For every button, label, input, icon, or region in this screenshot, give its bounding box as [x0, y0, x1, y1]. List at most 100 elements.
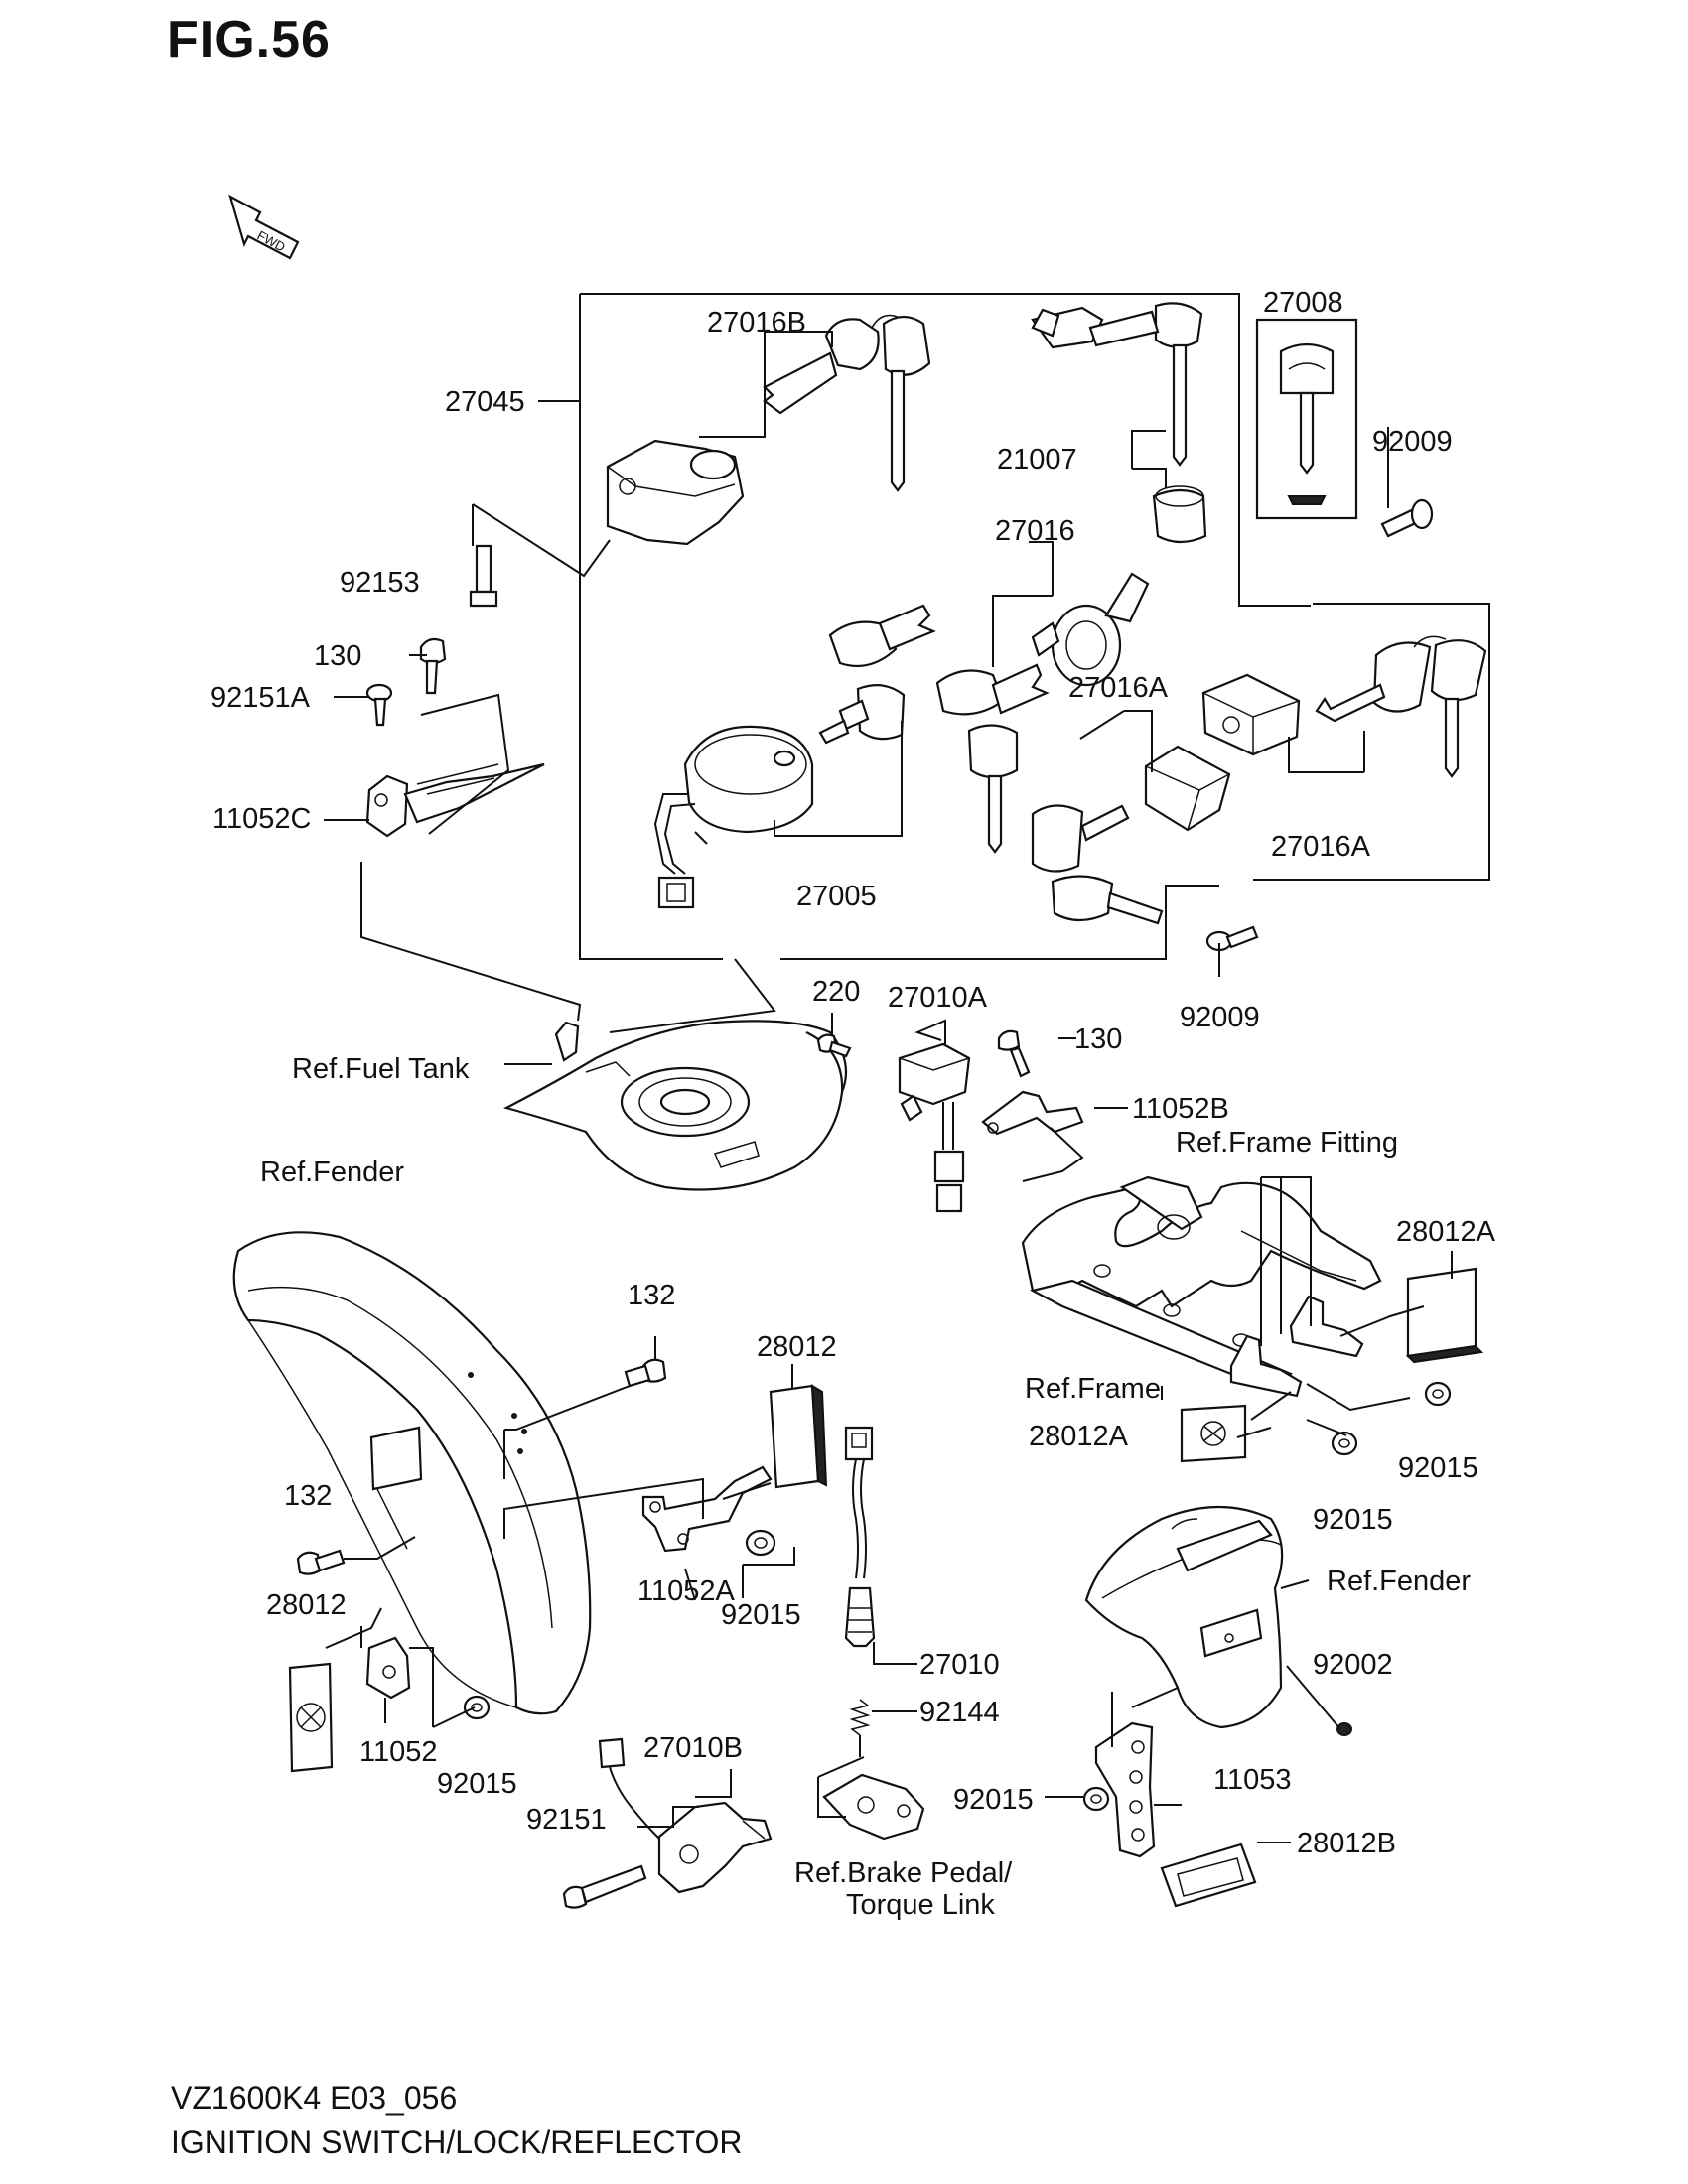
part-labels: 27016B 27008 27045 21007 92009 92153 270… [211, 287, 1496, 1921]
screw-92009-top [1380, 498, 1434, 538]
key-set-27016 [935, 663, 1050, 854]
label-27010B: 27010B [643, 1732, 743, 1764]
bolt-132-top [624, 1358, 667, 1388]
label-28012B: 28012B [1297, 1828, 1396, 1859]
label-92015-left: 92015 [437, 1768, 517, 1800]
footer-model: VZ1600K4 E03_056 [171, 2080, 458, 2116]
label-27010: 27010 [919, 1649, 1000, 1681]
ignition-switch-27005 [653, 725, 814, 909]
label-11052: 11052 [359, 1736, 438, 1768]
rear-fender [1084, 1505, 1284, 1729]
brake-pedal-bracket [822, 1773, 925, 1841]
lock-housing-27016B [606, 439, 745, 546]
label-92002: 92002 [1313, 1649, 1393, 1681]
label-92015-lower: 92015 [953, 1784, 1034, 1816]
bolt-92153 [469, 544, 498, 608]
label-220: 220 [812, 976, 860, 1008]
bolt-130-left [419, 637, 447, 695]
label-92015-center: 92015 [1313, 1504, 1393, 1536]
footer-title: IGNITION SWITCH/LOCK/REFLECTOR [171, 2124, 743, 2160]
label-28012A-mid: 28012A [1029, 1421, 1129, 1452]
label-28012A-right: 28012A [1396, 1216, 1496, 1248]
label-92144: 92144 [919, 1697, 1000, 1728]
key-set-27005 [818, 604, 936, 745]
label-92009-bottom: 92009 [1180, 1002, 1260, 1033]
label-92151A: 92151A [211, 682, 311, 714]
fwd-arrow-icon: FWD [228, 194, 300, 260]
label-27010A: 27010A [888, 982, 988, 1014]
label-132-top: 132 [628, 1280, 675, 1311]
screw-92151A [365, 683, 393, 727]
reflector-28012B [1160, 1843, 1257, 1908]
frame-fitting-right [1289, 1295, 1364, 1358]
label-27005: 27005 [796, 881, 877, 912]
label-92009-top: 92009 [1372, 426, 1453, 458]
lock-block-27016A-mid [1144, 745, 1231, 832]
label-27016A-mid: 27016A [1068, 672, 1169, 704]
label-92015-mid: 92015 [721, 1599, 801, 1631]
label-130-right: 130 [1074, 1024, 1122, 1055]
brake-switch-27010 [844, 1426, 876, 1648]
label-21007: 21007 [997, 444, 1077, 476]
label-92151: 92151 [526, 1804, 607, 1836]
label-11052A: 11052A [637, 1575, 735, 1607]
lock-block-27016A-right [1201, 673, 1301, 756]
label-28012-left: 28012 [266, 1589, 347, 1621]
key-set-21007 [1031, 302, 1207, 544]
label-27008: 27008 [1263, 287, 1343, 319]
nut-92015-center [1331, 1431, 1358, 1456]
bracket-11052B [981, 1090, 1084, 1136]
label-ref-fender-front: Ref.Fender [260, 1157, 404, 1188]
label-ref-frame: Ref.Frame [1025, 1373, 1161, 1405]
reflector-28012A-mid [1180, 1404, 1247, 1463]
label-ref-fuel-tank: Ref.Fuel Tank [292, 1053, 470, 1085]
label-92153: 92153 [340, 567, 420, 599]
label-92015-right: 92015 [1398, 1452, 1478, 1484]
switch-27010B [598, 1737, 773, 1894]
figure-title: FIG.56 [167, 11, 331, 68]
label-27016A-right: 27016A [1271, 831, 1371, 863]
sensor-27010A [898, 1042, 971, 1213]
label-27016B: 27016B [707, 307, 806, 339]
nut-92015-right [1424, 1381, 1452, 1407]
bracket-11052 [365, 1636, 411, 1700]
label-130-left: 130 [314, 640, 361, 672]
rear-frame [1021, 1175, 1382, 1392]
nut-92015-left [463, 1695, 491, 1720]
label-ref-brake-pedal: Ref.Brake Pedal/ [794, 1857, 1013, 1889]
key-set-27016B [763, 314, 931, 492]
nut-92015-lower [1082, 1786, 1110, 1812]
nut-92015-mid [745, 1529, 776, 1557]
key-card-27008 [1255, 318, 1358, 520]
spring-92144 [849, 1699, 871, 1736]
bracket-11052C [365, 762, 545, 838]
front-fender [232, 1231, 592, 1715]
label-132-left: 132 [284, 1480, 332, 1512]
frame-fitting-left [1229, 1334, 1303, 1398]
label-ref-fender-rear: Ref.Fender [1327, 1566, 1471, 1597]
reflector-28012A-right [1405, 1267, 1484, 1364]
fuel-tank [503, 1020, 848, 1191]
bolt-130-right [997, 1029, 1031, 1078]
label-27045: 27045 [445, 386, 525, 418]
bolt-92151 [562, 1864, 647, 1909]
reflector-28012-left [288, 1662, 334, 1773]
label-torque-link: Torque Link [846, 1889, 995, 1921]
bolt-132-left [296, 1549, 346, 1575]
label-28012-mid: 28012 [757, 1331, 837, 1363]
key-set-27016A-mid [1031, 804, 1164, 925]
nut-92002 [1336, 1722, 1352, 1736]
label-ref-frame-fitting: Ref.Frame Fitting [1176, 1127, 1398, 1159]
label-11052B: 11052B [1132, 1093, 1229, 1125]
reflector-28012-mid [769, 1384, 828, 1489]
label-11052C: 11052C [212, 803, 311, 835]
bolt-220 [816, 1033, 852, 1058]
bracket-11053 [1094, 1721, 1156, 1858]
leader-lines [324, 331, 1453, 1843]
ignition-set-frame [538, 293, 1490, 960]
screw-92009-bottom [1205, 925, 1259, 952]
key-set-27016A-right [1315, 635, 1487, 778]
label-11053: 11053 [1213, 1764, 1292, 1796]
label-27016: 27016 [995, 515, 1075, 547]
